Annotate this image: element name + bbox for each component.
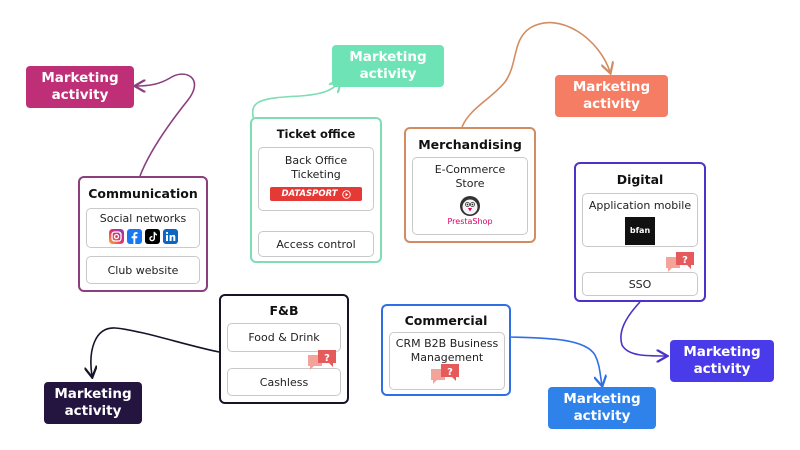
svg-text:?: ?: [682, 255, 688, 266]
marketing-label-line2: activity: [573, 408, 631, 424]
crm-line2: Management: [410, 351, 484, 364]
datasport-logo: DATASPORT: [270, 187, 362, 201]
ecommerce-line2: Store: [455, 177, 485, 190]
marketing-activity-3: Marketing activity: [555, 75, 668, 117]
social-networks-label: Social networks: [99, 212, 187, 225]
commercial-title: Commercial: [404, 313, 488, 328]
back-office-line2: Ticketing: [291, 168, 341, 181]
link-digital-marketing: [620, 301, 666, 356]
tiktok-icon: [144, 229, 160, 244]
back-office-line1: Back Office: [284, 154, 348, 167]
marketing-activity-1: Marketing activity: [26, 66, 134, 108]
communication-group: Communication Social networks Club websi…: [78, 176, 208, 292]
social-icons-row: [87, 229, 199, 244]
ticket-office-group: Ticket office Back Office Ticketing DATA…: [250, 117, 382, 263]
access-control-label: Access control: [276, 238, 356, 251]
application-mobile-box: Application mobile bfan: [582, 193, 698, 247]
play-icon: [341, 189, 351, 199]
food-drink-box: Food & Drink: [227, 323, 341, 352]
prestashop-puffin-icon: [460, 196, 480, 216]
fnb-group: F&B Food & Drink Cashless: [219, 294, 349, 404]
digital-title: Digital: [616, 172, 664, 187]
access-control-box: Access control: [258, 231, 374, 257]
marketing-label-line2: activity: [359, 66, 417, 82]
ticket-office-title: Ticket office: [276, 127, 356, 141]
marketing-label-line1: Marketing: [54, 386, 132, 402]
facebook-icon: [126, 229, 142, 244]
datasport-logo-text: DATASPORT: [281, 189, 338, 199]
crm-line1: CRM B2B Business: [395, 337, 499, 350]
link-communication-marketing: [136, 73, 196, 177]
link-fnb-marketing: [91, 327, 220, 376]
svg-text:?: ?: [447, 367, 453, 378]
cashless-box: Cashless: [227, 368, 341, 396]
sso-label: SSO: [628, 278, 652, 291]
marketing-label-line1: Marketing: [41, 70, 119, 86]
merchandising-title: Merchandising: [418, 137, 522, 152]
marketing-activity-4: Marketing activity: [44, 382, 142, 424]
communication-title: Communication: [88, 186, 198, 201]
bfan-logo-text: bfan: [629, 226, 651, 235]
linkedin-icon: [162, 229, 178, 244]
bfan-logo: bfan: [625, 217, 655, 245]
link-ticket-marketing: [251, 82, 340, 121]
question-bubble-icon: ?: [431, 364, 459, 384]
marketing-label-line1: Marketing: [572, 79, 651, 95]
ecommerce-line1: E-Commerce: [434, 163, 506, 176]
link-commercial-marketing: [509, 336, 602, 385]
marketing-activity-6: Marketing activity: [670, 340, 774, 382]
question-bubble-icon: ?: [308, 350, 336, 370]
marketing-label-line2: activity: [51, 87, 109, 103]
social-networks-box: Social networks: [86, 208, 200, 248]
commercial-group: Commercial CRM B2B Business Management: [381, 304, 511, 396]
digital-group: Digital Application mobile bfan SSO: [574, 162, 706, 302]
back-office-ticketing-box: Back Office Ticketing DATASPORT: [258, 147, 374, 211]
food-drink-label: Food & Drink: [248, 331, 320, 344]
marketing-label-line2: activity: [583, 96, 640, 112]
prestashop-logo-text: PrestaShop: [447, 217, 493, 226]
svg-text:?: ?: [324, 353, 330, 364]
marketing-label-line1: Marketing: [563, 391, 641, 407]
club-website-label: Club website: [107, 264, 179, 277]
marketing-activity-5: Marketing activity: [548, 387, 656, 429]
instagram-icon: [108, 229, 124, 244]
link-merch-marketing: [461, 21, 610, 128]
club-website-box: Club website: [86, 256, 200, 284]
marketing-label-line2: activity: [693, 361, 751, 377]
marketing-label-line1: Marketing: [349, 49, 427, 65]
crm-box: CRM B2B Business Management: [389, 332, 505, 390]
marketing-label-line2: activity: [64, 403, 122, 419]
question-bubble-icon: ?: [666, 252, 694, 272]
fnb-title: F&B: [269, 303, 299, 318]
application-mobile-label: Application mobile: [588, 199, 692, 212]
merchandising-group: Merchandising E-Commerce Store PrestaSho…: [404, 127, 536, 243]
marketing-label-line1: Marketing: [683, 344, 761, 360]
ecommerce-store-box: E-Commerce Store PrestaShop: [412, 157, 528, 235]
sso-box: SSO: [582, 272, 698, 296]
cashless-label: Cashless: [259, 376, 309, 389]
marketing-activity-2: Marketing activity: [332, 45, 444, 87]
